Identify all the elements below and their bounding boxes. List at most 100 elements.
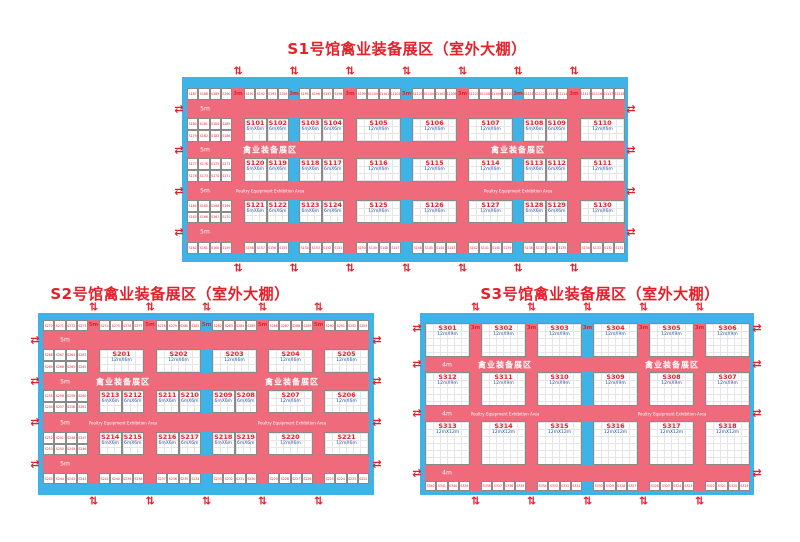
small-booth[interactable]: S158 — [244, 242, 256, 254]
small-booth[interactable]: S279 — [167, 320, 179, 331]
small-booth[interactable]: S259 — [65, 390, 77, 402]
small-booth[interactable]: S339 — [458, 481, 470, 491]
small-booth[interactable]: S231 — [234, 473, 246, 484]
small-booth[interactable]: S287 — [279, 320, 291, 331]
small-booth[interactable]: S264 — [65, 349, 77, 361]
small-booth[interactable]: S245 — [43, 473, 55, 484]
small-booth[interactable]: S319 — [738, 481, 750, 491]
small-booth[interactable]: S164 — [187, 200, 199, 212]
small-booth[interactable]: S194 — [277, 88, 289, 100]
small-booth[interactable]: S229 — [268, 473, 280, 484]
small-booth[interactable]: S321 — [716, 481, 728, 491]
small-booth[interactable]: S163 — [187, 211, 199, 223]
small-booth[interactable]: S175 — [209, 158, 221, 170]
small-booth[interactable]: S281 — [189, 320, 201, 331]
small-booth[interactable]: S148 — [378, 242, 390, 254]
small-booth[interactable]: S238 — [132, 473, 144, 484]
small-booth[interactable]: S338 — [481, 481, 493, 491]
small-booth[interactable]: S322 — [705, 481, 717, 491]
small-booth[interactable]: S242 — [76, 473, 88, 484]
small-booth[interactable]: S1116 — [591, 88, 603, 100]
small-booth[interactable]: S327 — [626, 481, 638, 491]
small-booth[interactable]: S133 — [591, 242, 603, 254]
small-booth[interactable]: S140 — [490, 242, 502, 254]
small-booth[interactable]: S183 — [209, 130, 221, 142]
small-booth[interactable]: S171 — [220, 170, 232, 182]
small-booth[interactable]: S260 — [76, 390, 88, 402]
small-booth[interactable]: S286 — [268, 320, 280, 331]
small-booth[interactable]: S177 — [187, 158, 199, 170]
small-booth[interactable]: S154 — [299, 242, 311, 254]
small-booth[interactable]: S228 — [279, 473, 291, 484]
small-booth[interactable]: S180 — [187, 118, 199, 130]
small-booth[interactable]: S230 — [245, 473, 257, 484]
small-booth[interactable]: S1117 — [602, 88, 614, 100]
small-booth[interactable]: S193 — [266, 88, 278, 100]
small-booth[interactable]: S261 — [76, 401, 88, 413]
small-booth[interactable]: S186 — [220, 130, 232, 142]
small-booth[interactable]: S135 — [556, 242, 568, 254]
small-booth[interactable]: S166 — [198, 211, 210, 223]
small-booth[interactable]: S273 — [76, 320, 88, 331]
small-booth[interactable]: S269 — [43, 361, 55, 373]
small-booth[interactable]: S188 — [198, 88, 210, 100]
small-booth[interactable]: S342 — [425, 481, 437, 491]
small-booth[interactable]: S246 — [76, 443, 88, 455]
small-booth[interactable]: S184 — [209, 118, 221, 130]
small-booth[interactable]: S173 — [198, 170, 210, 182]
small-booth[interactable]: S1111 — [523, 88, 535, 100]
small-booth[interactable]: S337 — [492, 481, 504, 491]
small-booth[interactable]: S292 — [346, 320, 358, 331]
small-booth[interactable]: S191 — [244, 88, 256, 100]
small-booth[interactable]: S324 — [671, 481, 683, 491]
small-booth[interactable]: S253 — [43, 443, 55, 455]
small-booth[interactable]: S328 — [615, 481, 627, 491]
small-booth[interactable]: S240 — [110, 473, 122, 484]
small-booth[interactable]: S161 — [198, 242, 210, 254]
small-booth[interactable]: S1107 — [468, 88, 480, 100]
small-booth[interactable]: S179 — [187, 130, 199, 142]
small-booth[interactable]: S256 — [54, 390, 66, 402]
small-booth[interactable]: S335 — [514, 481, 526, 491]
small-booth[interactable]: S326 — [649, 481, 661, 491]
small-booth[interactable]: S1109 — [490, 88, 502, 100]
small-booth[interactable]: S197 — [321, 88, 333, 100]
small-booth[interactable]: S196 — [310, 88, 322, 100]
small-booth[interactable]: S271 — [54, 320, 66, 331]
small-booth[interactable]: S320 — [727, 481, 739, 491]
small-booth[interactable]: S251 — [54, 432, 66, 444]
small-booth[interactable]: S151 — [332, 242, 344, 254]
small-booth[interactable]: S172 — [220, 158, 232, 170]
small-booth[interactable]: S283 — [223, 320, 235, 331]
